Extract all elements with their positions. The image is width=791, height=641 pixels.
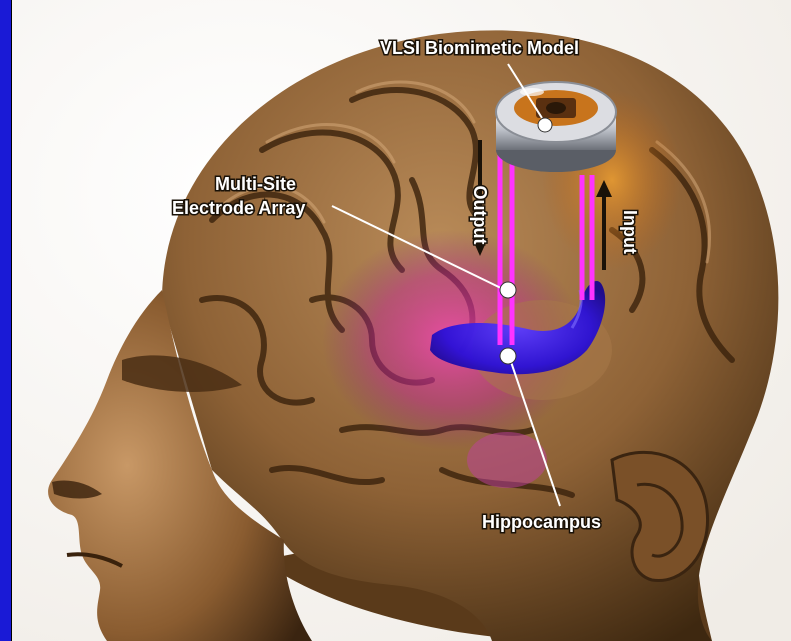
- left-blue-border: [0, 0, 11, 641]
- electrode-callout-dot: [500, 282, 516, 298]
- hippocampus-label: Hippocampus: [482, 512, 601, 532]
- head-illustration: Output Input VLSI Biomimetic Model Multi…: [12, 0, 791, 641]
- vlsi-model-label: VLSI Biomimetic Model: [380, 38, 579, 58]
- hippocampus-callout-dot: [500, 348, 516, 364]
- diagram-canvas: Output Input VLSI Biomimetic Model Multi…: [12, 0, 791, 641]
- brainstem-glow: [467, 432, 547, 488]
- input-label: Input: [620, 210, 640, 254]
- chip-callout-dot: [538, 118, 552, 132]
- vlsi-chip: [496, 82, 616, 172]
- electrode-label-line2: Electrode Array: [172, 198, 305, 218]
- output-label: Output: [470, 186, 490, 245]
- electrode-label-line1: Multi-Site: [215, 174, 296, 194]
